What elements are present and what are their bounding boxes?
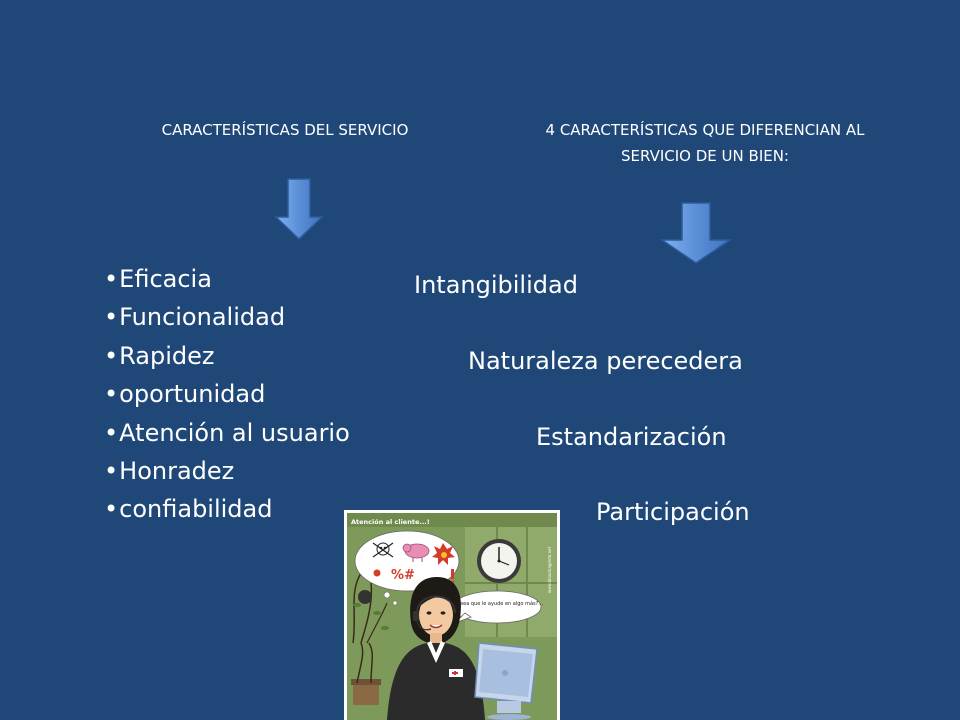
speech-bubble: ¿Desea que le ayude en algo más?... [451,590,543,624]
thought-bubble: %# [354,530,460,606]
customer-service-cartoon: Atención al cliente...! www.bloodnagente… [344,510,560,720]
pig-icon [402,543,430,562]
explosion-icon [432,543,455,565]
monitor-icon [474,642,538,720]
clock-icon [477,539,521,583]
skull-icon [372,542,394,558]
list-item: •confiabilidad [104,495,273,524]
list-item: •Eficacia [104,265,212,293]
agent-person [387,577,485,720]
list-item: •Rapidez [104,341,215,370]
bullet-icon: • [104,303,119,332]
bomb-icon [373,569,381,577]
bullet-icon: • [104,418,119,447]
list-item: •Honradez [104,457,235,486]
cartoon-title: Atención al cliente...! [351,518,430,526]
scribble-icon: %# [391,568,415,583]
bullet-icon: • [104,495,119,524]
bullet-icon: • [104,380,119,409]
feature-intangibility: Intangibilidad [414,271,578,299]
list-item: •oportunidad [104,380,266,409]
heading-service-characteristics: CARACTERÍSTICAS DEL SERVICIO [161,121,409,139]
cartoon-side-text: www.bloodnagente.net [547,546,552,593]
plant-icon [351,572,389,705]
list-item: •Atención al usuario [104,418,350,447]
down-arrow-left-icon [274,178,324,240]
feature-perishability: Naturaleza perecedera [468,347,743,375]
speech-text: ¿Desea que le ayude en algo más?... [451,600,543,607]
svg-text:%#: %# [391,568,415,583]
list-item: •Funcionalidad [104,303,286,332]
down-arrow-right-icon [660,202,732,264]
customer-service-illustration: Atención al cliente...! www.bloodnagente… [347,513,557,720]
heading-differentiating-characteristics: 4 CARACTERÍSTICAS QUE DIFERENCIAN AL SER… [545,121,865,165]
feature-standardization: Estandarización [536,423,727,451]
bullet-icon: • [104,341,119,370]
feature-participation: Participación [596,498,750,526]
bullet-icon: • [104,457,119,486]
bullet-icon: • [104,265,119,293]
service-characteristics-list: •Eficacia •Funcionalidad •Rapidez •oport… [104,260,350,529]
